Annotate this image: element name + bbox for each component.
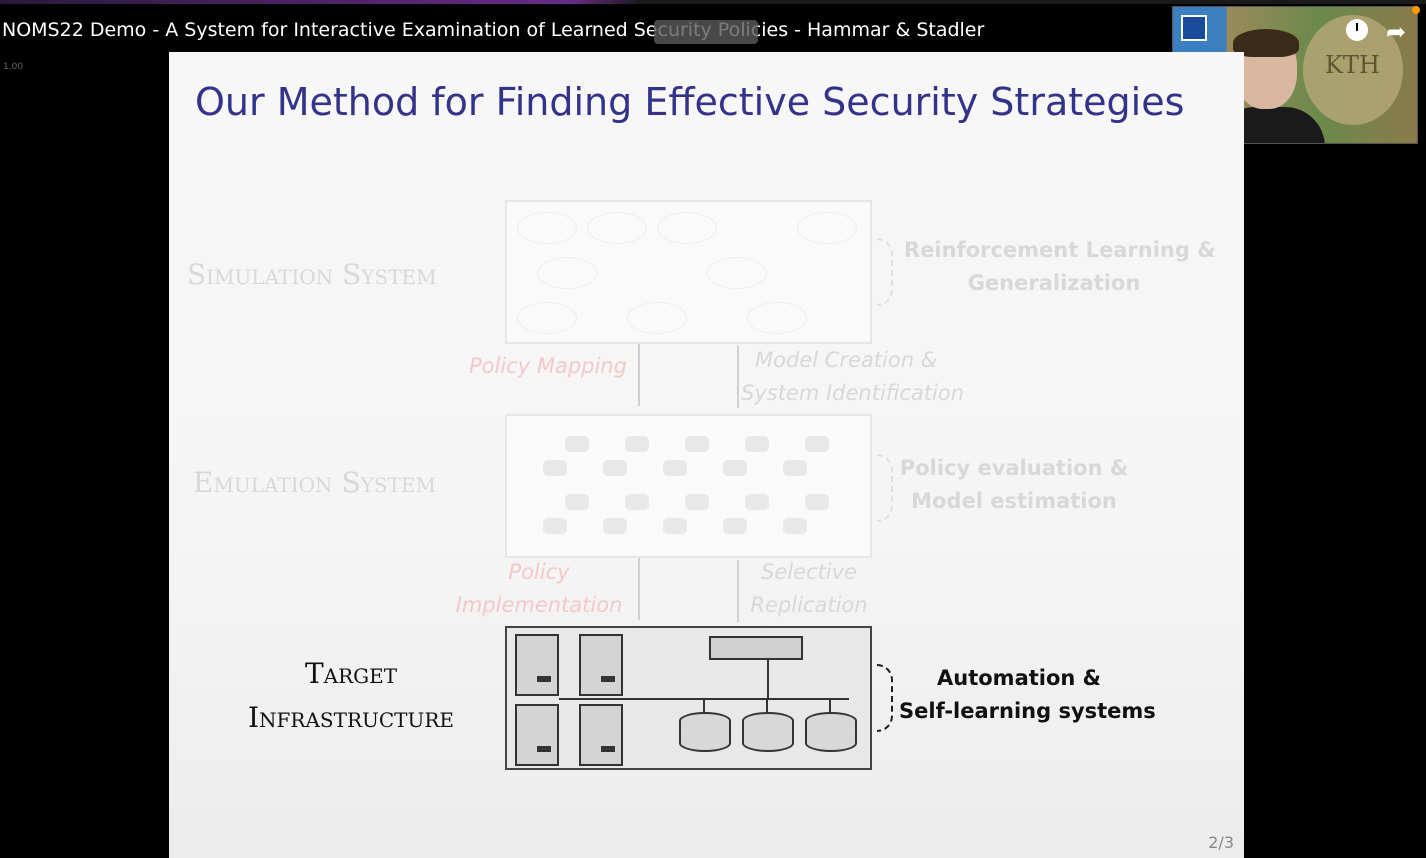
database-icon xyxy=(742,712,794,752)
target-infrastructure-box xyxy=(505,626,872,770)
notification-dot xyxy=(1412,6,1420,14)
network-wire xyxy=(703,698,705,712)
selective-replication-label: Selective Replication xyxy=(749,556,869,622)
speaker-hair xyxy=(1233,29,1299,57)
slide-page-number: 2/3 xyxy=(1208,833,1234,852)
simulation-box xyxy=(505,200,872,344)
sim-cluster xyxy=(797,212,857,244)
emu-node xyxy=(723,518,747,534)
emu-node xyxy=(723,460,747,476)
emulation-system-label: Emulation System xyxy=(193,466,436,499)
emu-node xyxy=(783,518,807,534)
model-creation-line1: Model Creation & xyxy=(755,348,938,372)
up-arrow xyxy=(737,346,739,408)
emu-node xyxy=(565,436,589,452)
network-switch-icon xyxy=(709,636,803,660)
sim-cluster xyxy=(517,212,577,244)
automation-note: Automation & Self-learning systems xyxy=(899,662,1156,728)
server-icon xyxy=(515,634,559,696)
policy-implementation-label: Policy Implementation xyxy=(449,556,629,622)
clock-icon[interactable] xyxy=(1346,19,1368,41)
playback-speed: 1.00 xyxy=(3,62,24,72)
rl-note-line1: Reinforcement Learning & xyxy=(904,238,1216,262)
sim-cluster xyxy=(627,302,687,334)
network-wire xyxy=(829,698,831,712)
target-cycle-arrow xyxy=(877,664,893,732)
emu-node xyxy=(625,436,649,452)
network-wire xyxy=(767,658,769,698)
model-creation-line2: System Identification xyxy=(741,381,965,405)
database-icon xyxy=(805,712,857,752)
target-infrastructure-label: Target Infrastructure xyxy=(221,652,481,740)
server-icon xyxy=(515,704,559,766)
video-title: NOMS22 Demo - A System for Interactive E… xyxy=(2,19,985,41)
automation-line1: Automation & xyxy=(937,666,1101,690)
emu-node xyxy=(685,494,709,510)
target-line1: Target xyxy=(304,657,398,690)
emu-node xyxy=(805,494,829,510)
server-icon xyxy=(579,634,623,696)
kth-seal-text: KTH xyxy=(1325,51,1380,79)
down-arrow xyxy=(638,558,640,620)
emu-node xyxy=(565,494,589,510)
rl-note: Reinforcement Learning & Generalization xyxy=(904,234,1216,300)
emu-node xyxy=(625,494,649,510)
emu-node xyxy=(663,518,687,534)
selective-line2: Replication xyxy=(750,593,868,617)
university-logo-icon xyxy=(1181,15,1207,41)
server-icon xyxy=(579,704,623,766)
share-arrow-icon[interactable]: ➦ xyxy=(1386,18,1407,46)
up-arrow xyxy=(737,560,739,622)
down-arrow xyxy=(638,344,640,406)
emu-node xyxy=(603,460,627,476)
slide-title: Our Method for Finding Effective Securit… xyxy=(195,80,1185,124)
sim-cluster xyxy=(747,302,807,334)
emu-node xyxy=(663,460,687,476)
emu-node xyxy=(745,494,769,510)
emu-node xyxy=(805,436,829,452)
policy-eval-note: Policy evaluation & Model estimation xyxy=(899,452,1129,518)
policy-eval-line2: Model estimation xyxy=(911,489,1117,513)
simulation-system-label: Simulation System xyxy=(187,258,437,291)
sim-cycle-arrow xyxy=(877,238,893,306)
policy-impl-line2: Implementation xyxy=(455,593,623,617)
emu-node xyxy=(603,518,627,534)
sim-cluster xyxy=(587,212,647,244)
sim-cluster xyxy=(707,257,767,289)
sim-cluster xyxy=(657,212,717,244)
emu-node xyxy=(783,460,807,476)
sim-cluster xyxy=(537,257,597,289)
emu-node xyxy=(685,436,709,452)
policy-mapping-label: Policy Mapping xyxy=(469,354,627,378)
policy-impl-line1: Policy xyxy=(508,560,570,584)
emu-cycle-arrow xyxy=(877,454,893,522)
speaker-webcam: KTH xyxy=(1172,6,1418,144)
timestamp-pill xyxy=(654,20,758,44)
presentation-slide: Our Method for Finding Effective Securit… xyxy=(169,52,1244,858)
automation-line2: Self-learning systems xyxy=(899,699,1156,723)
emu-node xyxy=(543,460,567,476)
database-icon xyxy=(679,712,731,752)
selective-line1: Selective xyxy=(761,560,857,584)
model-creation-label: Model Creation & System Identification xyxy=(741,344,964,410)
emulation-box xyxy=(505,414,872,558)
emu-node xyxy=(745,436,769,452)
target-line2: Infrastructure xyxy=(247,701,455,734)
sim-cluster xyxy=(517,302,577,334)
rl-note-line2: Generalization xyxy=(967,271,1141,295)
network-wire xyxy=(766,698,768,712)
emu-node xyxy=(543,518,567,534)
policy-eval-line1: Policy evaluation & xyxy=(899,456,1129,480)
progress-bar[interactable] xyxy=(0,0,1426,4)
